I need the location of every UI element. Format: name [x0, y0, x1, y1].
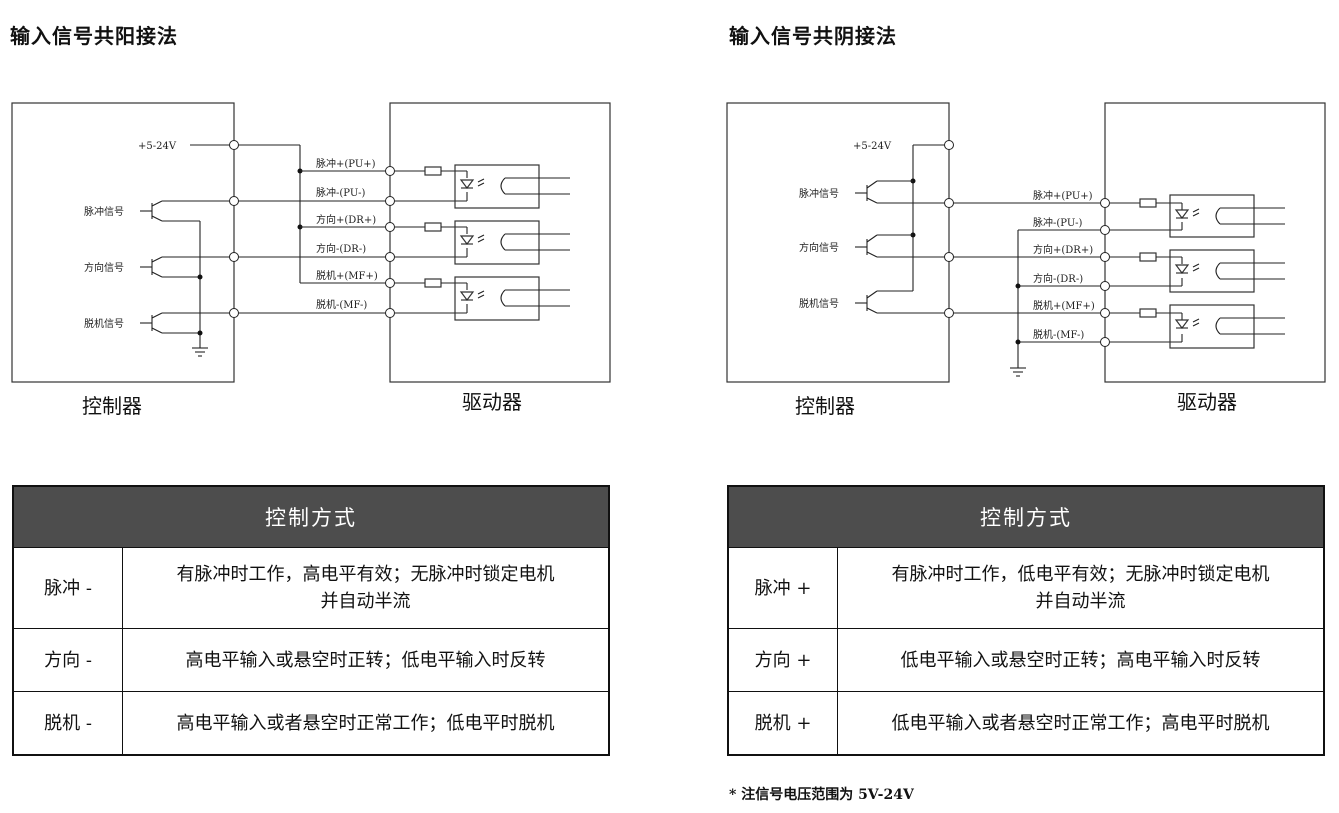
row-description: 低电平输入或悬空时正转；高电平输入时反转: [837, 628, 1325, 692]
optocoupler-3: [395, 276, 570, 321]
terminal-label-dr-minus: 方向-(DR-): [316, 242, 366, 255]
driver-label: 驱动器: [1177, 390, 1237, 414]
controller-box: [11, 102, 235, 383]
terminal-label-dr-plus: 方向+(DR+): [1033, 243, 1093, 256]
row-key: 脉冲 -: [12, 547, 123, 629]
transistor-offline: [140, 312, 390, 334]
supply-label: +5-24V: [853, 141, 892, 152]
row-description: 高电平输入或悬空时正转；低电平输入时反转: [122, 628, 610, 692]
signal-label-direction: 方向信号: [84, 261, 124, 274]
table-row: 脱机 + 低电平输入或者悬空时正常工作；高电平时脱机: [727, 691, 1325, 756]
row-key: 方向 +: [727, 628, 838, 692]
table-row: 方向 - 高电平输入或悬空时正转；低电平输入时反转: [12, 628, 610, 692]
optocoupler-1: [395, 164, 570, 209]
transistor-offline: [855, 290, 1105, 314]
terminal-label-mf-minus: 脱机-(MF-): [316, 298, 367, 311]
common-anode-title: 输入信号共阳接法: [10, 24, 178, 48]
row-description: 有脉冲时工作，低电平有效；无脉冲时锁定电机 并自动半流: [837, 547, 1325, 629]
optocoupler-2: [1110, 249, 1285, 293]
controller-label: 控制器: [82, 394, 142, 418]
terminal-label-dr-minus: 方向-(DR-): [1033, 272, 1083, 285]
table-row: 方向 + 低电平输入或悬空时正转；高电平输入时反转: [727, 628, 1325, 692]
terminal-label-mf-plus: 脱机+(MF+): [316, 269, 378, 282]
common-anode-panel: 输入信号共阳接法 +5-24V 脉冲信号 方向信号 脱机信号: [0, 0, 620, 813]
terminal-label-dr-plus: 方向+(DR+): [316, 213, 376, 226]
common-cathode-title: 输入信号共阴接法: [729, 24, 897, 48]
signal-label-offline: 脱机信号: [799, 297, 839, 310]
table-row: 脉冲 + 有脉冲时工作，低电平有效；无脉冲时锁定电机 并自动半流: [727, 547, 1325, 629]
voltage-range-note: * 注信号电压范围为 5V-24V: [729, 787, 914, 803]
transistor-direction: [855, 234, 1105, 258]
common-anode-control-table: 控制方式 脉冲 - 有脉冲时工作，高电平有效；无脉冲时锁定电机 并自动半流 方向…: [12, 485, 610, 756]
signal-label-pulse: 脉冲信号: [84, 205, 124, 218]
optocoupler-1: [1110, 194, 1285, 238]
row-key: 脉冲 +: [727, 547, 838, 629]
common-cathode-control-table: 控制方式 脉冲 + 有脉冲时工作，低电平有效；无脉冲时锁定电机 并自动半流 方向…: [727, 485, 1325, 756]
row-description: 有脉冲时工作，高电平有效；无脉冲时锁定电机 并自动半流: [122, 547, 610, 629]
common-anode-wiring-diagram: +5-24V 脉冲信号 方向信号 脱机信号: [11, 102, 611, 418]
controller-label: 控制器: [795, 394, 855, 418]
row-description: 高电平输入或者悬空时正常工作；低电平时脱机: [122, 691, 610, 756]
terminal-label-pu-minus: 脉冲-(PU-): [316, 186, 365, 199]
table-row: 脱机 - 高电平输入或者悬空时正常工作；低电平时脱机: [12, 691, 610, 756]
row-key: 方向 -: [12, 628, 123, 692]
row-key: 脱机 +: [727, 691, 838, 756]
driver-label: 驱动器: [462, 390, 522, 414]
row-key: 脱机 -: [12, 691, 123, 756]
table-header: 控制方式: [728, 486, 1324, 548]
transistor-pulse: [855, 180, 1105, 204]
common-cathode-panel: 输入信号共阴接法 +5-24V 脉冲信号 方向信号 脱机信号: [715, 0, 1335, 813]
common-cathode-wiring-diagram: +5-24V 脉冲信号 方向信号 脱机信号: [726, 102, 1326, 418]
terminal-label-pu-plus: 脉冲+(PU+): [1033, 189, 1093, 202]
terminal-label-mf-minus: 脱机-(MF-): [1033, 328, 1084, 341]
transistor-pulse: [140, 200, 390, 222]
driver-box: [1104, 102, 1326, 383]
optocoupler-2: [395, 220, 570, 265]
signal-label-offline: 脱机信号: [84, 317, 124, 330]
driver-box: [389, 102, 611, 383]
ground-symbol: [1010, 367, 1026, 377]
terminal-label-mf-plus: 脱机+(MF+): [1033, 299, 1095, 312]
table-header: 控制方式: [13, 486, 609, 548]
signal-label-direction: 方向信号: [799, 241, 839, 254]
controller-box: [726, 102, 950, 383]
terminal-label-pu-plus: 脉冲+(PU+): [316, 157, 376, 170]
signal-label-pulse: 脉冲信号: [799, 187, 839, 200]
row-description: 低电平输入或者悬空时正常工作；高电平时脱机: [837, 691, 1325, 756]
table-row: 脉冲 - 有脉冲时工作，高电平有效；无脉冲时锁定电机 并自动半流: [12, 547, 610, 629]
optocoupler-3: [1110, 304, 1285, 349]
supply-label: +5-24V: [138, 141, 177, 152]
terminal-label-pu-minus: 脉冲-(PU-): [1033, 216, 1082, 229]
ground-symbol: [192, 347, 208, 357]
